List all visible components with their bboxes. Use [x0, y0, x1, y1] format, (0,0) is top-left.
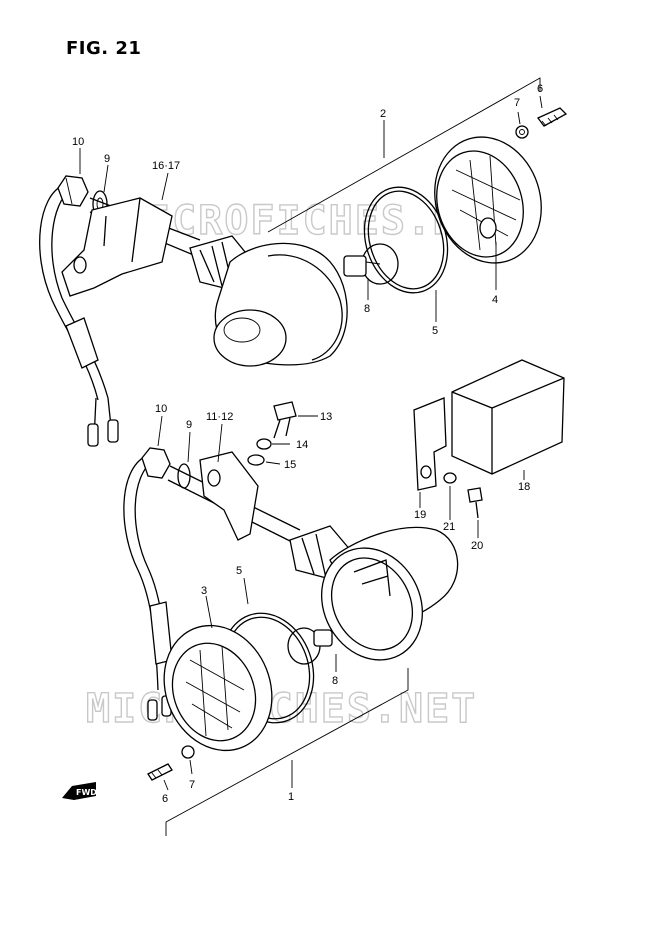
label-11-12: 11·12	[206, 411, 233, 423]
label-10-top: 10	[72, 136, 84, 148]
label-18: 18	[518, 481, 530, 493]
label-6-top: 6	[537, 83, 543, 95]
label-6-bottom: 6	[162, 793, 168, 805]
label-9-bottom: 9	[186, 419, 192, 431]
label-7-top: 7	[514, 97, 520, 109]
label-10-bottom: 10	[155, 403, 167, 415]
label-5-bottom: 5	[236, 565, 242, 577]
label-16-17: 16·17	[152, 160, 180, 172]
label-7-bottom: 7	[189, 779, 195, 791]
label-2: 2	[380, 108, 386, 120]
label-8-bottom: 8	[332, 675, 338, 687]
fwd-label: FWD	[76, 788, 97, 797]
label-1: 1	[288, 791, 294, 803]
label-20: 20	[471, 540, 483, 552]
figure-title: FIG. 21	[66, 38, 142, 59]
bottom-assembly: FWD	[62, 359, 565, 836]
top-assembly	[39, 77, 568, 447]
label-3: 3	[201, 585, 207, 597]
watermark-bottom: MICROFICHES.NET	[86, 686, 477, 732]
fwd-arrow-icon	[62, 782, 96, 800]
label-15: 15	[284, 459, 296, 471]
label-13: 13	[320, 411, 332, 423]
label-19: 19	[414, 509, 426, 521]
label-5-top: 5	[432, 325, 438, 337]
label-8-top: 8	[364, 303, 370, 315]
label-4: 4	[492, 294, 498, 306]
label-14: 14	[296, 439, 308, 451]
label-21: 21	[443, 521, 455, 533]
label-9-top: 9	[104, 153, 110, 165]
